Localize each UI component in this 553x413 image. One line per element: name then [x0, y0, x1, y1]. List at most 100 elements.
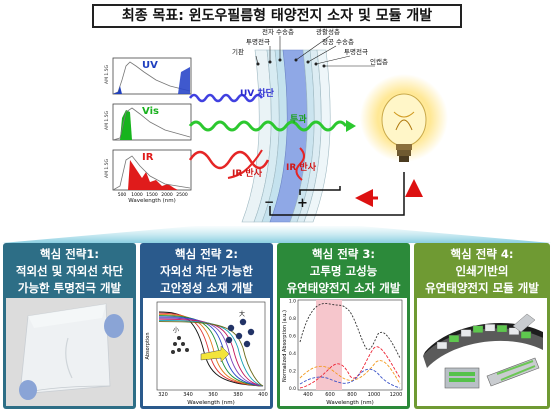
- strategy-panel-4-header: 핵심 전략 4: 인쇄기반의 유연태양전지 모듈 개발: [414, 243, 550, 298]
- chart2-absorption-curve: [158, 317, 264, 387]
- chart3-x-tick: 600: [325, 392, 335, 398]
- spectrum-ir-label: IR: [142, 152, 154, 163]
- spectrum-x-label: Wavelength (nm): [128, 198, 176, 204]
- spectrum-tick-label: 1500: [146, 192, 158, 198]
- strategy-panel-1-title: 핵심 전략1:: [40, 247, 99, 261]
- chart3-x-tick: 1000: [368, 392, 381, 398]
- strategy-panel-3-header: 핵심 전략 3: 고투명 고성능 유연태양전지 소자 개발: [277, 243, 410, 298]
- strategy-panel-2-chart: 小 大 Absorption 320 340 360 380 400 Wavelengt…: [143, 298, 270, 406]
- strategy-panel-1-photo: [6, 298, 133, 406]
- chart3-y-tick: 1.0: [289, 299, 296, 305]
- uv-wave: [188, 93, 264, 103]
- chart2-absorption-curve: [158, 313, 264, 387]
- strategy-panel-3: 핵심 전략 3: 고투명 고성능 유연태양전지 소자 개발 Normalized…: [277, 243, 410, 409]
- spectrum-uv-label: UV: [142, 60, 158, 71]
- window-film-stack: [241, 49, 331, 223]
- strategy-panel-1-line-2: 가능한 투명전극 개발: [17, 281, 122, 295]
- spectrum-tick-label: 2000: [161, 192, 173, 198]
- light-bulb: [360, 74, 448, 162]
- spectrum-tick-label: 2500: [176, 192, 188, 198]
- strategy-panel-1-header: 핵심 전략1: 적외선 및 자외선 차단 가능한 투명전극 개발: [3, 243, 136, 298]
- chart2-x-tick: 400: [258, 392, 268, 398]
- strategy-panel-3-title: 핵심 전략 3:: [312, 247, 375, 261]
- spectrum-uv-sub: AM 1.5G: [104, 64, 110, 84]
- chart2-absorption-curve: [158, 312, 264, 387]
- chart2-absorption-curve: [158, 321, 264, 387]
- ir-wave-reflected: [227, 149, 263, 179]
- strategy-panel-3-line-2: 유연태양전지 소자 개발: [286, 281, 401, 295]
- spectrum-tick-label: 500: [118, 192, 127, 198]
- strategy-panel-2-title: 핵심 전략 2:: [175, 247, 238, 261]
- ir-reflect-label-left: IR 반사: [232, 167, 263, 179]
- ir-wave-incoming: [188, 150, 270, 170]
- chart3-x-tick: 1200: [390, 392, 403, 398]
- spectrum-vis-sub: AM 1.5G: [104, 110, 110, 130]
- strategy-panel-2: 핵심 전략 2: 자외선 차단 가능한 고안정성 소재 개발 小 大 Absor…: [140, 243, 273, 409]
- module-cell: [448, 335, 460, 343]
- module-cell: [472, 325, 484, 334]
- spectrum-ir-chart: [112, 149, 192, 191]
- chart3-xlabel: Wavelength (nm): [326, 400, 374, 406]
- chart2-x-tick: 320: [158, 392, 168, 398]
- strategy-panel-1-line-1: 적외선 및 자외선 차단: [15, 264, 124, 278]
- chart2-absorption-curve: [158, 315, 264, 387]
- electrode-minus: −: [264, 195, 274, 209]
- module-cell: [520, 331, 532, 339]
- transmit-label: 투과: [290, 113, 307, 125]
- vis-wave: [188, 120, 348, 132]
- strategy-panel-2-header: 핵심 전략 2: 자외선 차단 가능한 고안정성 소재 개발: [140, 243, 273, 298]
- circuit-wire: [269, 172, 405, 216]
- layer-labels: 기판 투명전극 전자 수송층 광활성층 정공 수송층 투명전극 인캡층: [232, 27, 388, 66]
- spectrum-ir-sub: AM 1.5G: [104, 158, 110, 178]
- chart2-x-tick: 340: [183, 392, 193, 398]
- uv-block-label: UV 차단: [240, 87, 275, 99]
- strategy-panel-4-line-1: 인쇄기반의: [455, 264, 509, 278]
- layer-label-tco-2: 투명전극: [344, 47, 368, 56]
- module-cell: [460, 329, 472, 337]
- chart2-ylabel: Absorption: [145, 332, 151, 359]
- chart2-absorption-curve: [158, 318, 264, 387]
- chart2-big-label: 大: [239, 310, 245, 318]
- strategy-panel-4-illustration: [417, 298, 547, 406]
- module-cell: [436, 341, 448, 350]
- chart2-x-tick: 380: [233, 392, 243, 398]
- strategy-panel-2-line-2: 고안정성 소재 개발: [160, 281, 253, 295]
- chart3-y-tick: 0.8: [289, 316, 296, 322]
- chart3-ylabel: Normalized Absorption (a.u.): [282, 310, 288, 382]
- chart3-y-tick: 0.2: [289, 369, 296, 375]
- module-cell: [508, 327, 520, 335]
- layer-label-etl: 전자 수송층: [262, 27, 294, 36]
- panel-fan: [2, 226, 551, 243]
- layer-label-tco-1: 투명전극: [246, 37, 270, 46]
- spectrum-tick-label: 1000: [131, 192, 143, 198]
- ir-reflect-label-right: IR 반사: [286, 161, 317, 173]
- electrode-plus: +: [297, 196, 308, 211]
- layer-label-substrate: 기판: [232, 47, 244, 56]
- spectrum-vis-label: Vis: [142, 106, 159, 117]
- chart2-small-label: 小: [173, 326, 179, 334]
- strategy-panel-2-line-1: 자외선 차단 가능한: [160, 264, 253, 278]
- chart3-y-tick: 0.0: [289, 386, 296, 392]
- spectrum-vis-chart: [112, 103, 192, 141]
- chart2-x-tick: 360: [208, 392, 218, 398]
- page-title: 최종 목표: 윈도우필름형 태양전지 소자 및 모듈 개발: [92, 4, 462, 28]
- strategy-panel-4: 핵심 전략 4: 인쇄기반의 유연태양전지 모듈 개발: [414, 243, 550, 409]
- strategy-panel-1: 핵심 전략1: 적외선 및 자외선 차단 가능한 투명전극 개발: [3, 243, 136, 409]
- spectrum-uv-chart: [112, 57, 192, 95]
- strategy-panel-3-line-1: 고투명 고성능: [309, 264, 378, 278]
- strategy-panel-3-chart: Normalized Absorption (a.u.) 400 600 800 10…: [280, 298, 407, 406]
- ir-wave-right: [295, 147, 305, 181]
- chart3-y-tick: 0.6: [289, 334, 296, 340]
- chart2-xlabel: Wavelength (nm): [187, 400, 235, 406]
- layer-label-htl: 정공 수송층: [322, 37, 354, 46]
- strategy-panel-4-line-2: 유연태양전지 모듈 개발: [425, 281, 539, 295]
- strategy-panel-4-title: 핵심 전략 4:: [450, 247, 514, 261]
- chart3-x-tick: 400: [303, 392, 313, 398]
- module-cell: [496, 324, 508, 333]
- chart3-y-tick: 0.4: [289, 351, 296, 357]
- chart3-x-tick: 800: [347, 392, 357, 398]
- module-cell: [484, 324, 496, 332]
- layer-label-active: 광활성층: [316, 27, 340, 36]
